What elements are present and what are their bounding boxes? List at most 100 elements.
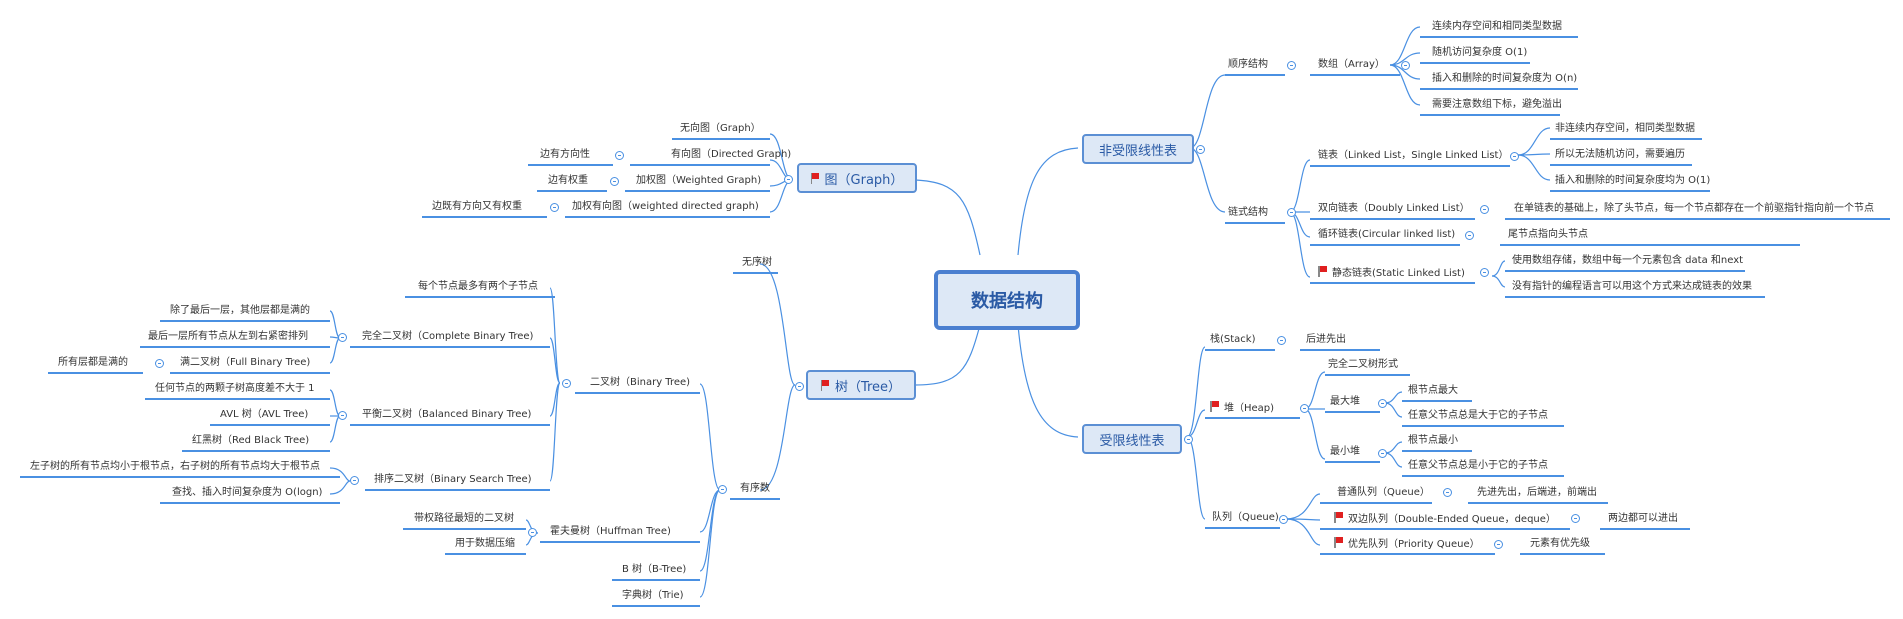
node-wdg[interactable]: 加权有向图（weighted directed graph) [572, 201, 759, 212]
leaf-complete-1[interactable]: 除了最后一层，其他层都是满的 [170, 305, 310, 316]
node-bst[interactable]: 排序二叉树（Binary Search Tree) [374, 474, 532, 485]
topic-tree[interactable]: 树（Tree） [806, 370, 916, 400]
collapse-icon[interactable] [718, 485, 727, 494]
leaf-bst-1[interactable]: 左子树的所有节点均小于根节点，右子树的所有节点均大于根节点 [30, 461, 320, 472]
collapse-icon[interactable] [1480, 268, 1489, 277]
node-deque[interactable]: 双边队列（Double-Ended Queue，deque） [1334, 512, 1556, 527]
leaf-array-3[interactable]: 插入和删除的时间复杂度为 O(n) [1432, 73, 1578, 84]
collapse-icon[interactable] [1184, 435, 1193, 444]
node-sequential[interactable]: 顺序结构 [1228, 59, 1268, 70]
node-directed-graph[interactable]: 有向图（Directed Graph) [671, 149, 792, 160]
collapse-icon[interactable] [338, 411, 347, 420]
leaf-weighted[interactable]: 边有权重 [548, 175, 588, 186]
leaf-linked-2[interactable]: 所以无法随机访问，需要遍历 [1555, 149, 1685, 160]
link-root-unbounded [1017, 147, 1079, 256]
topic-unbounded[interactable]: 非受限线性表 [1082, 134, 1194, 164]
node-static[interactable]: 静态链表(Static Linked List) [1318, 266, 1465, 281]
leaf-max-2[interactable]: 任意父节点总是大于它的子节点 [1408, 410, 1548, 421]
node-ordered-tree[interactable]: 有序数 [740, 483, 770, 494]
leaf-bst-2[interactable]: 查找、插入时间复杂度为 O(logn) [172, 487, 323, 498]
node-btree[interactable]: B 树（B-Tree) [622, 564, 687, 575]
leaf-heap-complete[interactable]: 完全二叉树形式 [1328, 359, 1398, 370]
node-max-heap[interactable]: 最大堆 [1330, 396, 1360, 407]
leaf-min-2[interactable]: 任意父节点总是小于它的子节点 [1408, 460, 1548, 471]
leaf-balanced-1[interactable]: 任何节点的两颗子树高度差不大于 1 [155, 383, 315, 394]
collapse-icon[interactable] [1510, 152, 1519, 161]
node-complete-tree[interactable]: 完全二叉树（Complete Binary Tree) [362, 331, 534, 342]
collapse-icon[interactable] [350, 476, 359, 485]
collapse-icon[interactable] [610, 177, 619, 186]
leaf-red-black[interactable]: 红黑树（Red Black Tree) [192, 435, 310, 446]
leaf-normal-queue[interactable]: 先进先出，后端进，前端出 [1477, 487, 1597, 498]
collapse-icon[interactable] [1287, 208, 1296, 217]
node-queue[interactable]: 队列（Queue) [1212, 512, 1279, 523]
node-undirected-graph[interactable]: 无向图（Graph） [680, 123, 761, 134]
leaf-static-2[interactable]: 没有指针的编程语言可以用这个方式来达成链表的效果 [1512, 281, 1752, 292]
node-min-heap[interactable]: 最小堆 [1330, 446, 1360, 457]
leaf-huffman-1[interactable]: 带权路径最短的二叉树 [414, 513, 514, 524]
node-huffman[interactable]: 霍夫曼树（Huffman Tree) [550, 526, 671, 537]
collapse-icon[interactable] [795, 382, 804, 391]
collapse-icon[interactable] [1401, 61, 1410, 70]
collapse-icon[interactable] [1443, 488, 1452, 497]
node-balanced-tree[interactable]: 平衡二叉树（Balanced Binary Tree) [362, 409, 532, 420]
leaf-directed[interactable]: 边有方向性 [540, 149, 590, 160]
leaf-deque[interactable]: 两边都可以进出 [1608, 513, 1678, 524]
collapse-icon[interactable] [1378, 399, 1387, 408]
leaf-max-1[interactable]: 根节点最大 [1408, 385, 1458, 396]
collapse-icon[interactable] [1277, 336, 1286, 345]
node-stack[interactable]: 栈(Stack) [1210, 334, 1256, 345]
leaf-avl[interactable]: AVL 树（AVL Tree) [220, 409, 309, 420]
collapse-icon[interactable] [1287, 61, 1296, 70]
node-doubly[interactable]: 双向链表（Doubly Linked List） [1318, 203, 1470, 214]
node-binary-tree[interactable]: 二叉树（Binary Tree) [590, 377, 691, 388]
leaf-linked-3[interactable]: 插入和删除的时间复杂度均为 O(1) [1555, 175, 1711, 186]
leaf-full[interactable]: 所有层都是满的 [58, 357, 128, 368]
leaf-array-1[interactable]: 连续内存空间和相同类型数据 [1432, 21, 1562, 32]
collapse-icon[interactable] [1480, 205, 1489, 214]
topic-bounded[interactable]: 受限线性表 [1082, 424, 1182, 454]
leaf-stack[interactable]: 后进先出 [1306, 334, 1346, 345]
collapse-icon[interactable] [1571, 514, 1580, 523]
collapse-icon[interactable] [550, 203, 559, 212]
leaf-binary[interactable]: 每个节点最多有两个子节点 [418, 281, 538, 292]
collapse-icon[interactable] [615, 151, 624, 160]
node-linked-list[interactable]: 链表（Linked List，Single Linked List） [1318, 150, 1509, 161]
topic-graph[interactable]: 图（Graph） [797, 163, 917, 193]
node-heap[interactable]: 堆（Heap) [1210, 401, 1274, 416]
collapse-icon[interactable] [338, 333, 347, 342]
node-array[interactable]: 数组（Array） [1318, 59, 1385, 70]
collapse-icon[interactable] [562, 379, 571, 388]
root-topic[interactable]: 数据结构 [934, 270, 1080, 330]
collapse-icon[interactable] [1279, 515, 1288, 524]
collapse-icon[interactable] [1494, 540, 1503, 549]
leaf-wdg[interactable]: 边既有方向又有权重 [432, 201, 522, 212]
node-unordered-tree[interactable]: 无序树 [742, 257, 772, 268]
leaf-array-4[interactable]: 需要注意数组下标，避免溢出 [1432, 99, 1562, 110]
node-weighted-graph[interactable]: 加权图（Weighted Graph) [636, 175, 762, 186]
leaf-priority[interactable]: 元素有优先级 [1530, 538, 1590, 549]
node-normal-queue[interactable]: 普通队列（Queue） [1337, 487, 1430, 498]
collapse-icon[interactable] [528, 528, 537, 537]
collapse-icon[interactable] [784, 175, 793, 184]
leaf-circular[interactable]: 尾节点指向头节点 [1508, 229, 1588, 240]
node-trie[interactable]: 字典树（Trie) [622, 590, 684, 601]
flag-icon [1318, 266, 1328, 277]
leaf-static-1[interactable]: 使用数组存储，数组中每一个元素包含 data 和next [1512, 255, 1744, 266]
collapse-icon[interactable] [1465, 231, 1474, 240]
link-unb-link [1189, 147, 1226, 213]
collapse-icon[interactable] [1378, 449, 1387, 458]
leaf-complete-2[interactable]: 最后一层所有节点从左到右紧密排列 [148, 331, 308, 342]
leaf-huffman-2[interactable]: 用于数据压缩 [455, 538, 515, 549]
node-full-tree[interactable]: 满二叉树（Full Binary Tree) [180, 357, 311, 368]
leaf-min-1[interactable]: 根节点最小 [1408, 435, 1458, 446]
leaf-linked-1[interactable]: 非连续内存空间，相同类型数据 [1555, 123, 1695, 134]
collapse-icon[interactable] [1196, 145, 1205, 154]
collapse-icon[interactable] [155, 359, 164, 368]
collapse-icon[interactable] [1300, 404, 1309, 413]
leaf-doubly[interactable]: 在单链表的基础上，除了头节点，每一个节点都存在一个前驱指针指向前一个节点 [1514, 203, 1874, 214]
node-priority[interactable]: 优先队列（Priority Queue） [1334, 537, 1480, 552]
node-linked[interactable]: 链式结构 [1228, 207, 1268, 218]
leaf-array-2[interactable]: 随机访问复杂度 O(1) [1432, 47, 1528, 58]
node-circular[interactable]: 循环链表(Circular linked list) [1318, 229, 1456, 240]
